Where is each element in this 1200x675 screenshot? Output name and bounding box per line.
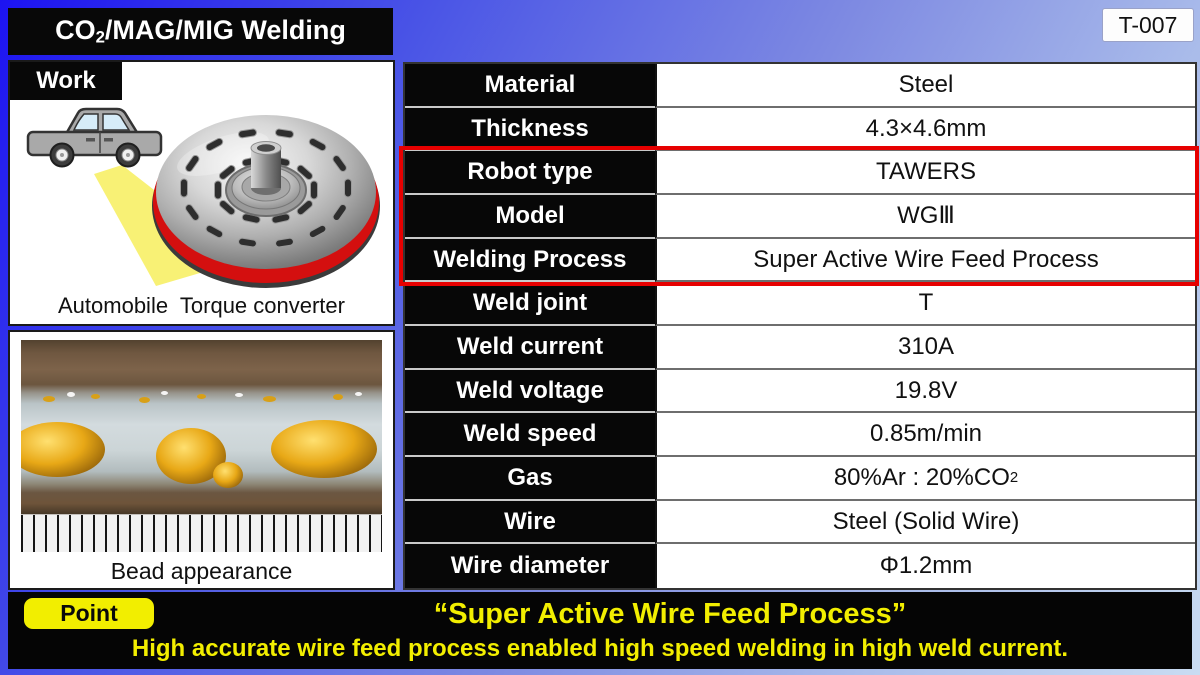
car-icon <box>26 107 163 168</box>
spec-label: Weld voltage <box>405 369 655 414</box>
spec-label: Material <box>405 64 655 108</box>
spec-value: Steel <box>655 64 1195 108</box>
point-badge: Point <box>24 598 154 629</box>
spec-table: Material Steel Thickness 4.3×4.6mm Robot… <box>403 62 1197 590</box>
table-row: Robot type TAWERS <box>405 151 1195 196</box>
spec-value: T <box>655 282 1195 327</box>
spec-label: Wire diameter <box>405 544 655 589</box>
spec-value: 0.85m/min <box>655 413 1195 458</box>
bead-panel: Bead appearance <box>8 330 395 590</box>
bead-caption: Bead appearance <box>110 558 293 584</box>
point-headline: “Super Active Wire Feed Process” <box>433 597 907 630</box>
spec-label: Model <box>405 195 655 239</box>
table-row: Welding Process Super Active Wire Feed P… <box>405 238 1195 283</box>
spec-value: 310A <box>655 326 1195 370</box>
table-row: Weld speed 0.85m/min <box>405 413 1195 458</box>
spec-value: 4.3×4.6mm <box>655 107 1195 152</box>
table-row: Weld joint T <box>405 282 1195 327</box>
torque-converter-illustration <box>152 115 380 288</box>
spec-label: Thickness <box>405 107 655 152</box>
slide-title: CO2/MAG/MIG Welding <box>55 15 346 47</box>
table-row: Model WGⅢ <box>405 195 1195 239</box>
spec-label: Gas <box>405 457 655 501</box>
table-row: Weld voltage 19.8V <box>405 369 1195 414</box>
bead-photo <box>21 340 382 552</box>
point-bar: Point “Super Active Wire Feed Process” H… <box>8 592 1192 669</box>
spec-label: Wire <box>405 500 655 545</box>
work-label: Work <box>10 62 122 100</box>
point-description: High accurate wire feed process enabled … <box>131 635 1069 662</box>
table-row: Material Steel <box>405 64 1195 108</box>
spec-value: Super Active Wire Feed Process <box>655 238 1195 283</box>
slide-code-badge: T-007 <box>1102 8 1194 42</box>
weld-spatter-blob <box>271 420 377 478</box>
ruler-scale <box>21 515 382 552</box>
spec-label: Weld current <box>405 326 655 370</box>
slide-title-bar: CO2/MAG/MIG Welding <box>8 8 393 55</box>
table-row: Wire diameter Φ1.2mm <box>405 544 1195 589</box>
spec-label: Weld speed <box>405 413 655 458</box>
spec-value: 19.8V <box>655 369 1195 414</box>
converter-hub <box>225 141 307 217</box>
table-row: Wire Steel (Solid Wire) <box>405 500 1195 545</box>
table-row: Weld current 310A <box>405 326 1195 370</box>
spec-value: TAWERS <box>655 151 1195 196</box>
spec-value: Φ1.2mm <box>655 544 1195 589</box>
spec-label: Weld joint <box>405 282 655 327</box>
weld-spatter-blob <box>213 462 243 488</box>
work-caption: Automobile Torque converter <box>58 293 345 318</box>
spec-label: Welding Process <box>405 238 655 283</box>
work-panel: Work Automobile Torque converter <box>8 60 395 326</box>
spec-value: Steel (Solid Wire) <box>655 500 1195 545</box>
table-row: Thickness 4.3×4.6mm <box>405 107 1195 152</box>
spec-label: Robot type <box>405 151 655 196</box>
converter-outer-slots <box>180 128 352 248</box>
spec-value: WGⅢ <box>655 195 1195 239</box>
weld-spatter-blob <box>21 422 105 477</box>
